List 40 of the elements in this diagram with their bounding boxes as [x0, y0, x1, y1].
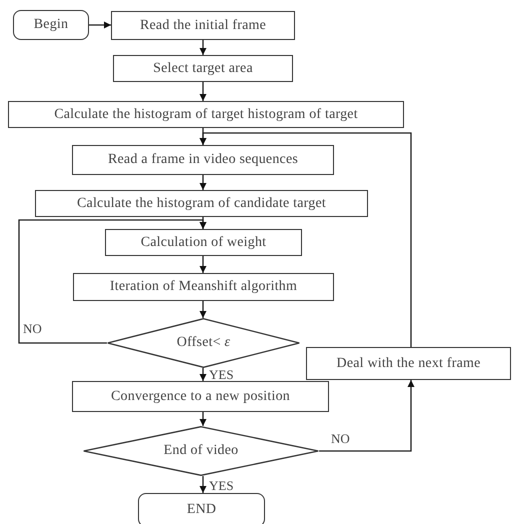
arrow	[200, 175, 206, 190]
node-label: Calculate the histogram of target histogram of target	[54, 106, 358, 122]
node-label: Offset< ε	[176, 335, 230, 351]
node-label: Begin	[34, 17, 68, 33]
arrow	[200, 40, 206, 55]
process-box	[35, 190, 368, 217]
arrow	[200, 301, 206, 318]
arrow	[200, 256, 206, 273]
node-label: Calculation of weight	[140, 234, 266, 250]
arrow	[200, 412, 206, 426]
edge-label: YES	[208, 479, 235, 492]
process-box	[72, 145, 334, 175]
node-label: Read a frame in video sequences	[108, 152, 298, 168]
edge-label: YES	[208, 368, 235, 381]
process-box	[306, 347, 511, 380]
process-box	[111, 11, 295, 40]
process-box	[72, 381, 329, 412]
node-label: Read the initial frame	[140, 18, 266, 34]
edge-label: NO	[330, 432, 351, 445]
arrow	[200, 132, 412, 347]
process-box	[113, 55, 293, 82]
edge-label: NO	[22, 322, 43, 335]
end-terminal	[138, 493, 265, 524]
process-box	[105, 229, 302, 256]
arrow	[200, 82, 206, 101]
node-label: Select target area	[153, 60, 253, 76]
node-label: Deal with the next frame	[336, 356, 480, 372]
arrow	[200, 368, 206, 381]
process-box	[8, 101, 404, 128]
node-label: End of video	[164, 443, 238, 459]
node-label: Convergence to a new position	[111, 388, 290, 404]
process-box	[73, 273, 334, 301]
arrow	[89, 22, 111, 28]
node-label: END	[186, 502, 216, 518]
start-terminal	[13, 10, 89, 40]
arrow	[18, 219, 206, 344]
arrow	[319, 380, 414, 452]
node-label: Calculate the histogram of candidate target	[77, 196, 326, 212]
node-label: Iteration of Meanshift algorithm	[110, 279, 298, 295]
arrow	[200, 476, 206, 493]
